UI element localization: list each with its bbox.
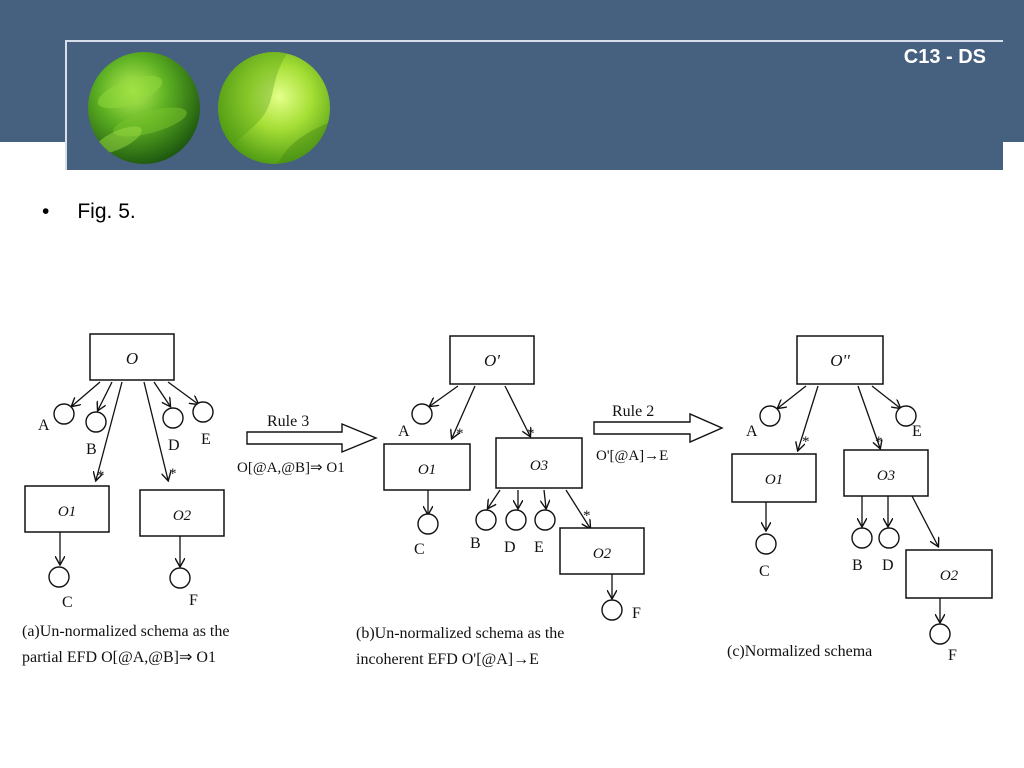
header-frame <box>65 40 1003 170</box>
panel-b-root-box <box>449 335 535 385</box>
panel-b-o3-leaf-d-node <box>505 509 527 531</box>
panel-b-attr-a: A <box>398 423 410 440</box>
bullet-marker: • <box>42 200 50 223</box>
panel-a-star-2: * <box>169 466 177 482</box>
panel-c-o3-leaf-d: D <box>882 557 894 574</box>
panel-c-o2-box <box>905 549 993 599</box>
panel-b-caption-1: (b)Un-normalized schema as the <box>356 625 564 642</box>
bullet-text: Fig. 5. <box>77 200 136 223</box>
panel-a-caption-2: partial EFD O[@A,@B]⇒ O1 <box>22 649 216 666</box>
rule-2-arrow <box>593 412 724 444</box>
panel-a-leaf-f: F <box>189 592 198 609</box>
panel-c-o3-leaf-d-node <box>878 527 900 549</box>
leaf-photo-1 <box>88 52 200 164</box>
panel-b-o1-leaf-c-node <box>417 513 439 535</box>
panel-a-leaf-c-node <box>48 566 70 588</box>
panel-a-attr-e-node <box>192 401 214 423</box>
panel-a: O A B D E * * O1 O2 C F (a)Un-normalized… <box>22 333 229 666</box>
panel-b-o2-leaf-f-node <box>601 599 623 621</box>
leaf-photo-2 <box>218 52 330 164</box>
panel-c-root-box <box>796 335 884 385</box>
rule-3-arrow <box>246 422 378 454</box>
panel-b-o1-box <box>383 443 471 491</box>
panel-b-o3-label: O3 <box>530 458 548 474</box>
panel-c-caption: (c)Normalized schema <box>727 643 872 660</box>
panel-c-o1-leaf-c-node <box>755 533 777 555</box>
panel-a-root-box <box>89 333 175 381</box>
panel-a-attr-e: E <box>201 431 211 448</box>
panel-a-attr-a: A <box>38 417 50 434</box>
panel-c-o3-leaf-b: B <box>852 557 863 574</box>
rule-2: Rule 2 O'[@A]→E <box>593 403 724 464</box>
panel-c-o2-leaf-f: F <box>948 647 957 664</box>
panel-a-o2-label: O2 <box>173 508 192 524</box>
panel-c-attr-e-node <box>895 405 917 427</box>
panel-c-o1-leaf-c: C <box>759 563 770 580</box>
rule-3: Rule 3 O[@A,@B]⇒ O1 <box>237 413 378 476</box>
panel-b-root-label: O' <box>484 351 500 370</box>
panel-b-o1-leaf-c: C <box>414 541 425 558</box>
panel-c-o2-leaf-f-node <box>929 623 951 645</box>
panel-c-o3-box <box>843 449 929 497</box>
bullet-fig-5: • Fig. 5. <box>42 200 136 224</box>
panel-c-attr-a-node <box>759 405 781 427</box>
panel-b-o3-leaf-e-node <box>534 509 556 531</box>
panel-a-star-1: * <box>97 468 105 484</box>
panel-b-o3-leaf-b: B <box>470 535 481 552</box>
panel-c-attr-e: E <box>912 423 922 440</box>
panel-b-o2-leaf-f: F <box>632 605 641 622</box>
panel-c-star-2: * <box>875 434 883 450</box>
panel-a-leaf-c: C <box>62 594 73 611</box>
panel-c-attr-a: A <box>746 423 758 440</box>
panel-a-caption-1: (a)Un-normalized schema as the <box>22 623 229 640</box>
panel-c-o3-label: O3 <box>877 468 895 484</box>
panel-a-attr-a-node <box>53 403 75 425</box>
panel-b-star-1: * <box>456 426 464 442</box>
panel-a-leaf-f-node <box>169 567 191 589</box>
panel-c-root-label: O'' <box>830 351 850 370</box>
panel-b-star-2: * <box>527 426 535 442</box>
panel-a-root-label: O <box>126 349 138 368</box>
panel-b-o2-box <box>559 527 645 575</box>
panel-b-o3-leaf-e: E <box>534 539 544 556</box>
panel-b: O' A * * O1 O3 C B D E * O2 F (b)Un-norm… <box>356 335 645 668</box>
panel-c-star-1: * <box>802 434 810 450</box>
panel-b-o3-leaf-d: D <box>504 539 516 556</box>
panel-a-attr-d: D <box>168 437 180 454</box>
panel-b-o1-label: O1 <box>418 462 436 478</box>
panel-c-o1-label: O1 <box>765 472 783 488</box>
rule-3-label: Rule 3 <box>267 413 309 430</box>
panel-a-o2-box <box>139 489 225 537</box>
panel-a-o1-box <box>24 485 110 533</box>
panel-b-star-3: * <box>583 508 591 524</box>
panel-c: O'' A E * * O1 O3 C B D O2 F (c)Normaliz… <box>727 335 993 664</box>
panel-c-o3-leaf-b-node <box>851 527 873 549</box>
panel-a-attr-b-node <box>85 411 107 433</box>
panel-c-o2-label: O2 <box>940 568 959 584</box>
rule-3-formula: O[@A,@B]⇒ O1 <box>237 460 345 476</box>
rule-2-label: Rule 2 <box>612 403 654 420</box>
schema-figure: O A B D E * * O1 O2 C F (a)Un-normalized… <box>22 333 993 668</box>
rule-2-formula: O'[@A]→E <box>596 448 668 464</box>
panel-a-o1-label: O1 <box>58 504 76 520</box>
panel-a-attr-d-node <box>162 407 184 429</box>
panel-b-caption-2: incoherent EFD O'[@A]→E <box>356 651 539 668</box>
panel-c-o1-box <box>731 453 817 503</box>
panel-b-o3-leaf-b-node <box>475 509 497 531</box>
panel-b-o2-label: O2 <box>593 546 612 562</box>
panel-b-o3-box <box>495 437 583 489</box>
panel-a-attr-b: B <box>86 441 97 458</box>
panel-b-attr-a-node <box>411 403 433 425</box>
slide-code: C13 - DS <box>903 46 986 68</box>
